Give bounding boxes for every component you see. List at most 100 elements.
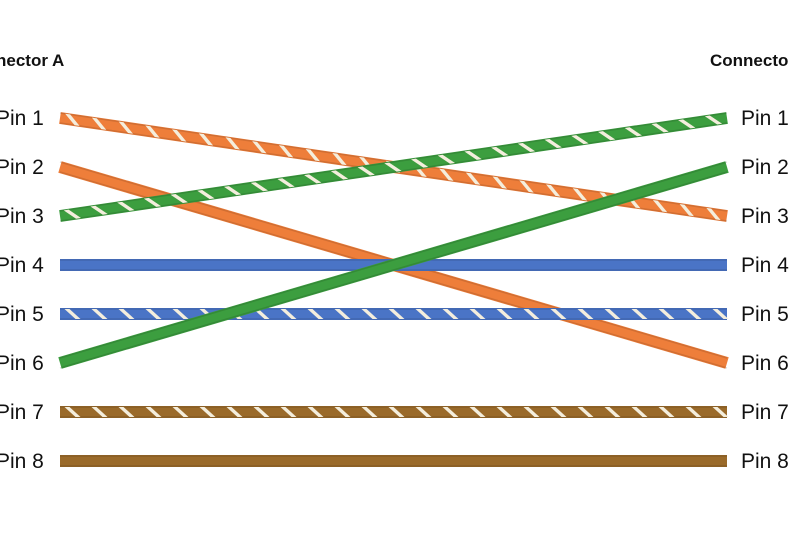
wire-stripe (415, 407, 432, 417)
wire-stripe (577, 309, 594, 319)
wire-stripe (118, 121, 133, 134)
wire-stripe (250, 182, 269, 192)
wire-stripe (469, 407, 486, 417)
wire-stripe (334, 407, 351, 417)
connector-b-pin-3: Pin 3 (741, 205, 789, 228)
wire-stripe (410, 158, 429, 168)
wire-stripe (143, 197, 162, 207)
wire-stripe (332, 152, 347, 166)
wire-stripe (492, 176, 507, 189)
wire-stripe (704, 115, 723, 125)
wire-stripe (442, 407, 459, 417)
wire-green-white (59, 112, 728, 222)
wire-stripe (469, 309, 486, 319)
wire-stripe (523, 309, 540, 319)
wire-stripe (91, 407, 108, 417)
wire-stripe (685, 309, 702, 319)
wire-stripe (491, 146, 509, 156)
wire-stripe (439, 168, 454, 181)
connector-a-pin-6: Pin 6 (0, 352, 44, 375)
wire-stripe (90, 205, 108, 215)
connector-b-pin-7: Pin 7 (741, 401, 789, 424)
wire-stripe (224, 186, 242, 196)
wire-stripe (277, 178, 295, 188)
wire-blue-white (60, 308, 729, 320)
wire-stripe (252, 141, 267, 154)
connector-b-pin-5: Pin 5 (741, 303, 789, 326)
wire-stripe (546, 184, 561, 197)
wire-stripe (280, 309, 297, 319)
wire-stripe (330, 170, 349, 180)
wire-stripe (361, 407, 378, 417)
wire-stripe (658, 309, 675, 319)
wire-green (58, 161, 729, 369)
wire-stripe (334, 309, 351, 319)
wire-stripe (280, 407, 297, 417)
wire-stripe (712, 407, 729, 417)
wire-stripe (118, 407, 135, 417)
connector-a-pin-7: Pin 7 (0, 401, 44, 424)
wire-stripe (577, 407, 594, 417)
wire-stripe (523, 407, 540, 417)
wire-brown-white (60, 406, 729, 418)
wire-stripe (64, 407, 81, 417)
wire-stripe (624, 127, 642, 137)
connector-a-pin-3: Pin 3 (0, 205, 44, 228)
wire-stripe (712, 309, 729, 319)
connector-b-pin-4: Pin 4 (741, 254, 789, 277)
wire-stripe (145, 407, 162, 417)
wire-stripe (597, 131, 616, 141)
wire-stripe (384, 162, 402, 172)
wire-stripe (253, 309, 270, 319)
wire-stripe (465, 172, 481, 185)
connector-a-pin-5: Pin 5 (0, 303, 44, 326)
wire-stripe (305, 149, 320, 162)
wire-stripe (685, 407, 702, 417)
wire-stripe (361, 309, 378, 319)
wire-stripe (172, 309, 189, 319)
wire-stripe (496, 407, 513, 417)
wire-stripe (253, 407, 270, 417)
wire-stripe (679, 203, 694, 217)
wire-stripe (307, 309, 324, 319)
wire-stripe (652, 200, 668, 213)
wire-stripe (415, 309, 432, 319)
connector-b-pin-1: Pin 1 (741, 107, 789, 130)
wire-stripe (706, 207, 721, 221)
connector-b-pin-2: Pin 2 (741, 156, 789, 179)
wire-stripe (65, 113, 80, 126)
connector-a-title: nector A (0, 51, 64, 70)
connector-b-pin-6: Pin 6 (741, 352, 789, 375)
wire-stripe (117, 201, 135, 211)
wire-stripe (496, 309, 513, 319)
connector-a-pin-labels: Pin 1 Pin 2 Pin 3 Pin 4 Pin 5 Pin 6 Pin … (0, 107, 44, 473)
wire-stripe (651, 123, 669, 133)
wire-stripe (91, 117, 107, 130)
wire-stripe (631, 407, 648, 417)
connector-b-title: Connecto (710, 51, 788, 70)
wire-stripe (604, 407, 621, 417)
wire-stripe (91, 309, 108, 319)
wire-stripe (678, 119, 696, 129)
wire-stripe (544, 139, 562, 149)
wire-stripe (307, 407, 324, 417)
wire-stripe (64, 309, 81, 319)
wire-stripe (437, 154, 455, 164)
wire-stripe (572, 188, 588, 201)
connector-a-pin-4: Pin 4 (0, 254, 44, 277)
wire-stripe (550, 407, 567, 417)
wire-stripe (172, 407, 189, 417)
wire-stripe (118, 309, 135, 319)
wire-stripe (278, 145, 294, 158)
wire-stripe (199, 407, 216, 417)
wire-stripe (388, 407, 405, 417)
wire-stripe (658, 407, 675, 417)
wire-stripe (170, 193, 188, 203)
wire-stripe (571, 135, 589, 145)
wire-stripe (442, 309, 459, 319)
wire-stripe (550, 309, 567, 319)
wire-stripe (145, 125, 160, 138)
connector-a-pin-8: Pin 8 (0, 450, 44, 473)
wire-stripe (519, 180, 534, 193)
wire-stripe (198, 133, 214, 146)
